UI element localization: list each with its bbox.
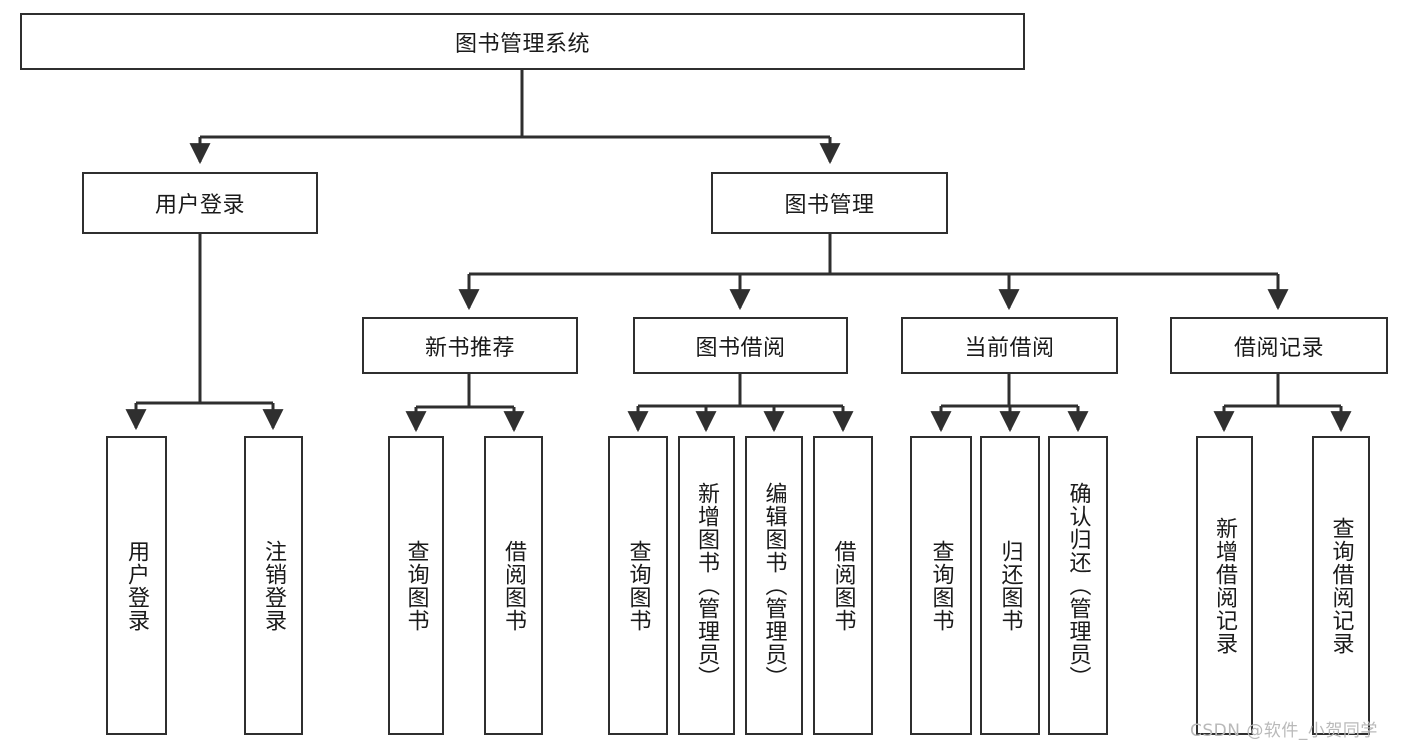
leaf-edit-book-admin[interactable]: 编辑图书（管理员） <box>745 436 803 735</box>
leaf-query-book-recommend-label: 查询图书 <box>403 539 429 632</box>
leaf-confirm-return-admin[interactable]: 确认归还（管理员） <box>1048 436 1108 735</box>
leaf-logout[interactable]: 注销登录 <box>244 436 303 735</box>
node-user-login-label: 用户登录 <box>154 193 245 218</box>
node-borrow-records-label: 借阅记录 <box>1233 335 1324 361</box>
watermark: CSDN @软件_小贺同学 <box>1190 721 1378 741</box>
leaf-query-book-recommend[interactable]: 查询图书 <box>388 436 444 735</box>
leaf-add-borrow-record-label: 新增借阅记录 <box>1212 516 1238 655</box>
leaf-user-login[interactable]: 用户登录 <box>106 436 167 735</box>
leaf-query-book-current-label: 查询图书 <box>928 539 954 632</box>
leaf-add-borrow-record[interactable]: 新增借阅记录 <box>1196 436 1253 735</box>
node-book-management[interactable]: 图书管理 <box>711 172 948 234</box>
leaf-borrow-book[interactable]: 借阅图书 <box>813 436 873 735</box>
leaf-query-book-current[interactable]: 查询图书 <box>910 436 972 735</box>
leaf-query-book-borrow-label: 查询图书 <box>625 539 651 632</box>
node-book-borrow-label: 图书借阅 <box>695 335 786 361</box>
leaf-logout-label: 注销登录 <box>261 539 287 632</box>
leaf-add-book-admin[interactable]: 新增图书（管理员） <box>678 436 735 735</box>
node-user-login[interactable]: 用户登录 <box>82 172 318 234</box>
node-new-book-recommend-label: 新书推荐 <box>424 335 515 361</box>
leaf-add-book-admin-label: 新增图书（管理员） <box>694 482 720 689</box>
leaf-confirm-return-admin-label: 确认归还（管理员） <box>1065 482 1091 689</box>
leaf-return-book-label: 归还图书 <box>997 539 1023 632</box>
leaf-query-book-borrow[interactable]: 查询图书 <box>608 436 668 735</box>
node-book-management-label: 图书管理 <box>784 193 875 218</box>
leaf-borrow-book-label: 借阅图书 <box>830 539 856 632</box>
leaf-query-borrow-record[interactable]: 查询借阅记录 <box>1312 436 1370 735</box>
node-book-borrow[interactable]: 图书借阅 <box>633 317 848 374</box>
node-new-book-recommend[interactable]: 新书推荐 <box>362 317 578 374</box>
node-borrow-records[interactable]: 借阅记录 <box>1170 317 1388 374</box>
node-root[interactable]: 图书管理系统 <box>20 13 1025 70</box>
node-current-borrow[interactable]: 当前借阅 <box>901 317 1118 374</box>
node-root-label: 图书管理系统 <box>454 31 590 57</box>
leaf-user-login-label: 用户登录 <box>124 539 150 632</box>
leaf-edit-book-admin-label: 编辑图书（管理员） <box>761 482 787 689</box>
leaf-return-book[interactable]: 归还图书 <box>980 436 1040 735</box>
leaf-borrow-book-recommend-label: 借阅图书 <box>501 539 527 632</box>
leaf-query-borrow-record-label: 查询借阅记录 <box>1328 516 1354 655</box>
leaf-borrow-book-recommend[interactable]: 借阅图书 <box>484 436 543 735</box>
node-current-borrow-label: 当前借阅 <box>964 335 1055 361</box>
